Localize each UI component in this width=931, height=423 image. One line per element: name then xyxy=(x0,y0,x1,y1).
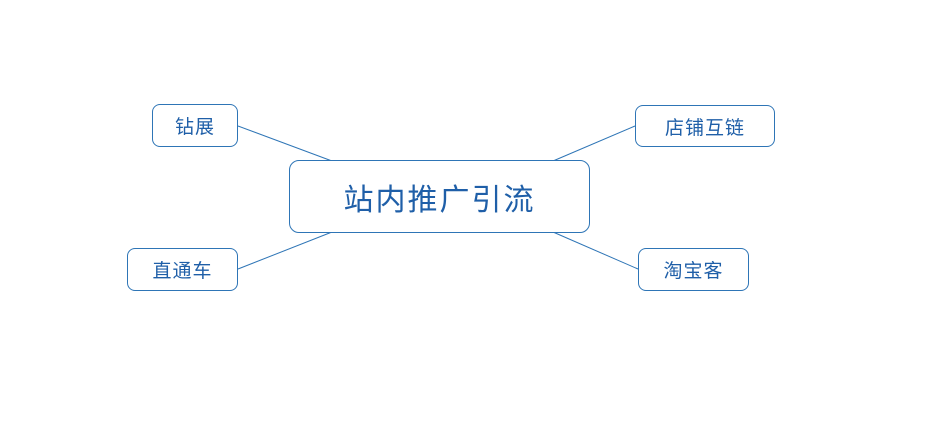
connector-center-to-zuanzhan xyxy=(237,125,333,162)
node-zuanzhan-label: 钻展 xyxy=(174,117,215,138)
node-dianpu-hulian[interactable]: 店铺互链 xyxy=(635,105,775,147)
node-center-label: 站内推广引流 xyxy=(343,183,536,217)
node-dianpu-hulian-label: 店铺互链 xyxy=(664,117,745,139)
node-center[interactable]: 站内推广引流 xyxy=(289,160,590,233)
connector-center-to-zhitongche xyxy=(237,231,333,270)
connector-center-to-dianpu xyxy=(552,125,636,162)
node-zhitongche[interactable]: 直通车 xyxy=(127,248,238,291)
node-taobaoke-label: 淘宝客 xyxy=(663,261,724,282)
node-zuanzhan[interactable]: 钻展 xyxy=(152,104,238,147)
node-taobaoke[interactable]: 淘宝客 xyxy=(638,248,749,291)
connector-center-to-taobaoke xyxy=(552,231,639,270)
node-zhitongche-label: 直通车 xyxy=(152,261,213,282)
